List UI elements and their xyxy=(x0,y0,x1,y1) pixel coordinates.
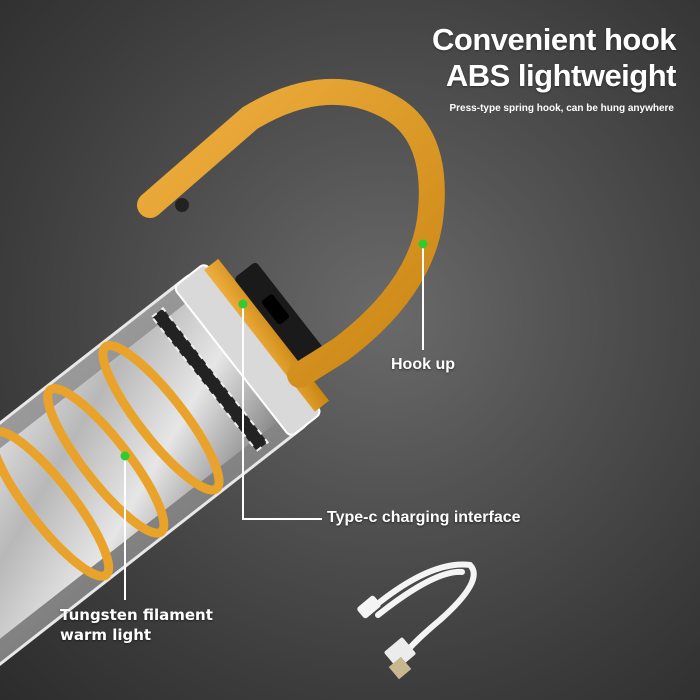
headline-line-2: ABS lightweight xyxy=(445,58,677,93)
hook xyxy=(137,78,445,388)
hook-callout-label: Hook up xyxy=(391,356,455,373)
usb-cable-icon xyxy=(367,561,477,663)
tungsten-callout-label: Tungsten filament warm light xyxy=(60,605,213,645)
headline: Convenient hook ABS lightweight xyxy=(432,22,676,94)
lantern-body xyxy=(0,258,335,674)
tungsten-label-line-2: warm light xyxy=(60,626,152,644)
tungsten-label-line-1: Tungsten filament xyxy=(60,606,213,624)
typec-callout-label: Type-c charging interface xyxy=(327,509,521,526)
typec-callout-dot xyxy=(238,299,248,309)
headline-subtitle: Press-type spring hook, can be hung anyw… xyxy=(449,103,675,114)
headline-line-1: Convenient hook xyxy=(432,22,676,57)
hook-callout-dot xyxy=(418,239,428,249)
tungsten-callout-dot xyxy=(120,451,130,461)
